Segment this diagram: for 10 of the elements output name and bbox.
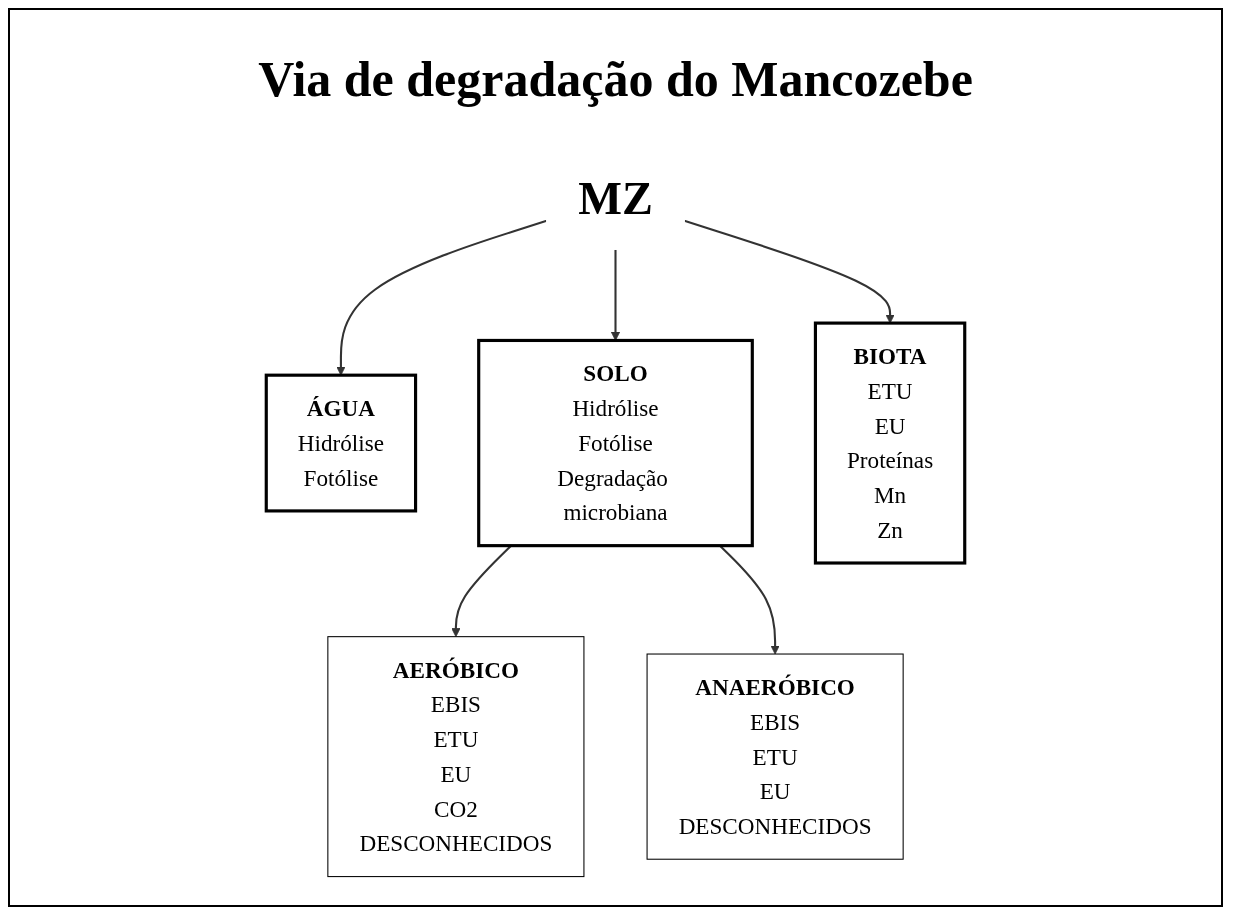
arrow — [684, 219, 895, 324]
node-box: AERÓBICO EBIS ETU EU CO2 DESCONHECIDOS — [327, 636, 585, 878]
node-text: MZ — [578, 172, 653, 225]
node-box: ANAERÓBICO EBIS ETU EU DESCONHECIDOS — [646, 653, 904, 860]
arrow — [610, 249, 621, 341]
arrow — [336, 219, 547, 376]
diagram-title: Via de degradação do Mancozebe — [257, 50, 974, 108]
node-box: ÁGUA Hidrólise Fotólise — [264, 373, 418, 513]
node-box: BIOTA ETU EU Proteínas Mn Zn — [813, 321, 967, 565]
node-box: SOLO Hidrólise Fotólise Degradação microbiana — [477, 338, 754, 548]
